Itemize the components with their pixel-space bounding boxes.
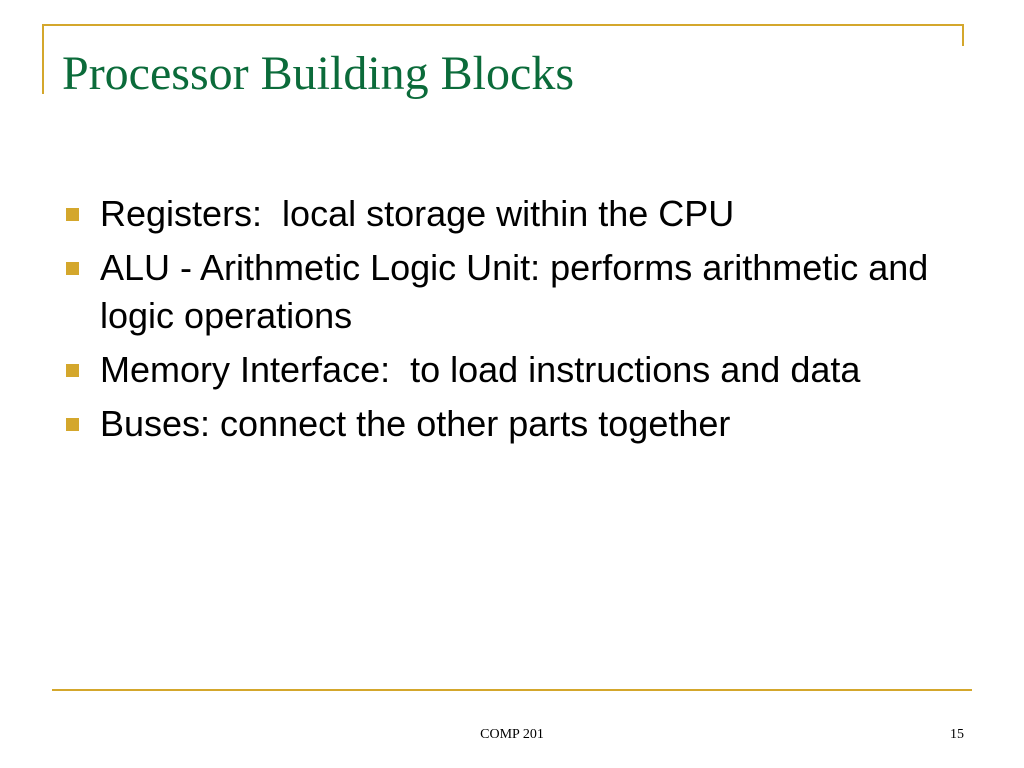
- title-frame-right-rule: [962, 24, 964, 46]
- bullet-text: ALU - Arithmetic Logic Unit: performs ar…: [100, 247, 939, 336]
- square-bullet-icon: [66, 208, 79, 221]
- footer-course-label: COMP 201: [480, 727, 544, 742]
- square-bullet-icon: [66, 364, 79, 377]
- bullet-list: Registers: local storage within the CPU …: [66, 190, 946, 454]
- square-bullet-icon: [66, 262, 79, 275]
- page-number: 15: [950, 727, 964, 742]
- slide-title: Processor Building Blocks: [62, 47, 574, 100]
- square-bullet-icon: [66, 418, 79, 431]
- bullet-item: Memory Interface: to load instructions a…: [66, 346, 946, 394]
- title-frame-left-rule: [42, 24, 44, 94]
- bullet-text: Memory Interface: to load instructions a…: [100, 349, 861, 390]
- bullet-text: Registers: local storage within the CPU: [100, 193, 735, 234]
- bullet-item: ALU - Arithmetic Logic Unit: performs ar…: [66, 244, 946, 340]
- bullet-item: Buses: connect the other parts together: [66, 400, 946, 448]
- footer-rule: [52, 689, 972, 691]
- title-frame-top-rule: [42, 24, 964, 26]
- bullet-text: Buses: connect the other parts together: [100, 403, 731, 444]
- bullet-item: Registers: local storage within the CPU: [66, 190, 946, 238]
